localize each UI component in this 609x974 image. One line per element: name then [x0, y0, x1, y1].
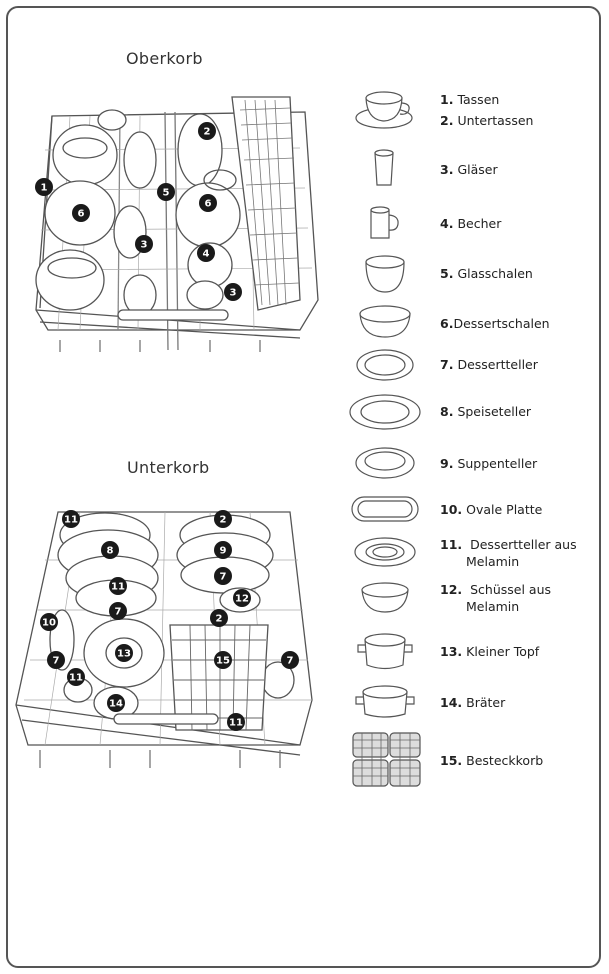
svg-text:7: 7 [53, 656, 60, 667]
svg-text:11: 11 [229, 718, 243, 729]
roaster-icon [355, 685, 415, 718]
melamine-bowl-icon [361, 582, 409, 613]
svg-text:12: 12 [235, 594, 249, 605]
lower-basket-title: Unterkorb [127, 458, 210, 477]
svg-text:8: 8 [107, 546, 114, 557]
svg-text:2: 2 [220, 515, 227, 526]
svg-text:7: 7 [287, 656, 294, 667]
lower-badge-2: 2 [214, 510, 232, 528]
lower-badge-7: 7 [109, 602, 127, 620]
svg-text:6: 6 [205, 199, 212, 210]
upper-basket-title: Oberkorb [126, 49, 203, 68]
lower-badge-7: 7 [47, 651, 65, 669]
legend-item-6: 6.Dessertschalen [440, 316, 550, 331]
svg-text:14: 14 [109, 699, 123, 710]
upper-badge-1: 1 [35, 178, 53, 196]
svg-text:9: 9 [220, 546, 227, 557]
legend-item-10: 10. Ovale Platte [440, 502, 543, 517]
legend-item-15: 15. Besteckkorb [440, 753, 544, 768]
dessert-plate-icon [356, 349, 414, 381]
svg-text:11: 11 [111, 582, 125, 593]
oval-platter-icon [351, 496, 419, 522]
legend-item-7: 7. Dessertteller [440, 357, 538, 372]
dessert-bowl-icon [359, 305, 411, 338]
lower-badge-14: 14 [107, 694, 125, 712]
svg-text:10: 10 [42, 618, 56, 629]
legend-item-9: 9. Suppenteller [440, 456, 538, 471]
lower-badge-10: 10 [40, 613, 58, 631]
lower-badge-11: 11 [62, 510, 80, 528]
legend-item-8: 8. Speiseteller [440, 404, 532, 419]
lower-badge-2: 2 [210, 609, 228, 627]
upper-badge-6: 6 [72, 204, 90, 222]
melamine-plate-icon [354, 537, 416, 567]
lower-badge-11: 11 [227, 713, 245, 731]
lower-badge-8: 8 [101, 541, 119, 559]
upper-badge-6: 6 [199, 194, 217, 212]
svg-text:2: 2 [216, 614, 223, 625]
glass-bowl-icon [365, 255, 405, 293]
upper-badge-3: 3 [135, 235, 153, 253]
svg-text:4: 4 [203, 249, 210, 260]
lower-badge-12: 12 [233, 589, 251, 607]
svg-text:13: 13 [117, 649, 131, 660]
svg-text:3: 3 [141, 240, 148, 251]
legend-item-3: 3. Gläser [440, 162, 498, 177]
legend-item-4: 4. Becher [440, 216, 502, 231]
lower-badge-7: 7 [281, 651, 299, 669]
legend-item-1: 1. Tassen [440, 92, 500, 107]
svg-text:11: 11 [64, 515, 78, 526]
svg-text:11: 11 [69, 673, 83, 684]
lower-badge-11: 11 [67, 668, 85, 686]
lower-badge-9: 9 [214, 541, 232, 559]
dinner-plate-icon [349, 394, 421, 430]
svg-text:3: 3 [230, 288, 237, 299]
lower-badge-7: 7 [214, 567, 232, 585]
small-pot-icon [357, 633, 413, 670]
svg-text:6: 6 [78, 209, 85, 220]
svg-text:7: 7 [220, 572, 227, 583]
upper-badge-5: 5 [157, 183, 175, 201]
legend-item-13: 13. Kleiner Topf [440, 644, 540, 659]
lower-badge-13: 13 [115, 644, 133, 662]
legend-item-2: 2. Untertassen [440, 113, 534, 128]
svg-text:2: 2 [204, 127, 211, 138]
lower-badge-11: 11 [109, 577, 127, 595]
svg-text:7: 7 [115, 607, 122, 618]
upper-badge-4: 4 [197, 244, 215, 262]
soup-plate-icon [355, 447, 415, 479]
cutlery-basket-icon [352, 732, 421, 787]
glass-icon [374, 149, 394, 186]
legend-item-5: 5. Glasschalen [440, 266, 533, 281]
upper-badge-2: 2 [198, 122, 216, 140]
svg-text:15: 15 [216, 656, 230, 667]
svg-text:5: 5 [163, 188, 170, 199]
svg-text:1: 1 [41, 183, 48, 194]
cup-icon [355, 91, 413, 129]
mug-icon [370, 206, 399, 239]
upper-badge-3: 3 [224, 283, 242, 301]
lower-badge-15: 15 [214, 651, 232, 669]
legend-item-14: 14. Bräter [440, 695, 506, 710]
